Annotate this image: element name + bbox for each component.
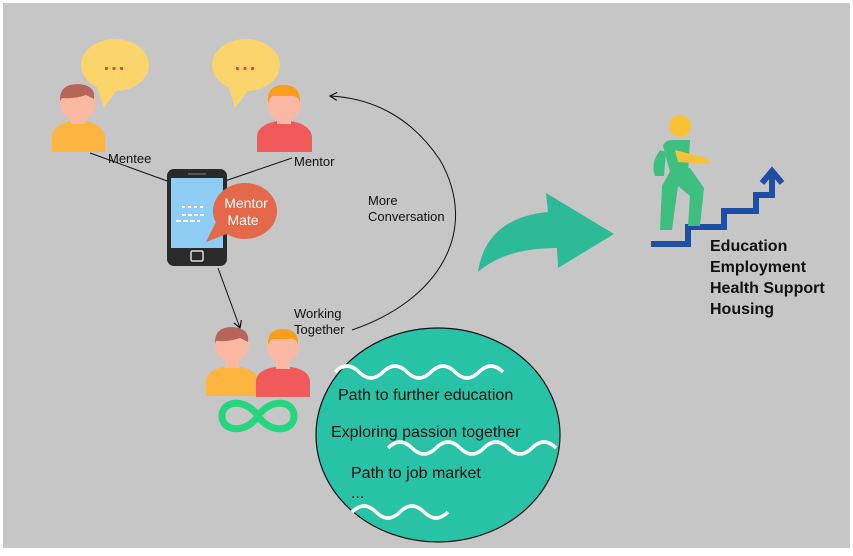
wave-top <box>333 364 505 380</box>
mentor-connector <box>221 157 293 183</box>
pair-icon <box>206 327 310 397</box>
mentor-icon <box>257 85 312 152</box>
app-name-line2: Mate <box>227 212 258 228</box>
phone-to-pair-arrow <box>217 267 242 330</box>
climbing-stairs-icon <box>651 115 785 247</box>
wave-middle <box>386 440 558 456</box>
more-conversation-curve <box>328 91 456 331</box>
more-conversation-line2: Conversation <box>368 209 445 224</box>
outcome-health-support: Health Support <box>710 280 825 297</box>
more-conversation-line1: More <box>368 193 398 208</box>
mentor-bubble-dots: ... <box>235 53 258 75</box>
mentee-label: Mentee <box>108 151 151 166</box>
working-together-line1: Working <box>294 306 341 321</box>
mentee-speech-bubble-icon: ... <box>81 39 149 108</box>
mentee-bubble-dots: ... <box>104 53 127 75</box>
outcomes-list: Education Employment Health Support Hous… <box>710 238 825 318</box>
path-item-more: ... <box>351 485 364 502</box>
arrow-icon <box>478 193 614 272</box>
mentor-mate-app-badge: Mentor Mate <box>206 183 277 242</box>
outcome-education: Education <box>710 238 787 255</box>
outcome-housing: Housing <box>710 301 774 318</box>
paths-circle: Path to further education Exploring pass… <box>315 327 561 543</box>
app-name-line1: Mentor <box>224 195 268 211</box>
wave-bottom <box>350 504 450 520</box>
path-item-job: Path to job market <box>351 465 481 482</box>
outcome-employment: Employment <box>710 259 807 276</box>
path-item-education: Path to further education <box>338 387 513 404</box>
mentee-connector <box>89 152 171 183</box>
working-together-line2: Together <box>294 322 345 337</box>
mentee-icon <box>52 84 105 152</box>
infinity-icon <box>218 399 298 433</box>
path-item-passion: Exploring passion together <box>331 424 521 441</box>
mentor-speech-bubble-icon: ... <box>212 39 280 108</box>
mentor-label: Mentor <box>294 154 335 169</box>
